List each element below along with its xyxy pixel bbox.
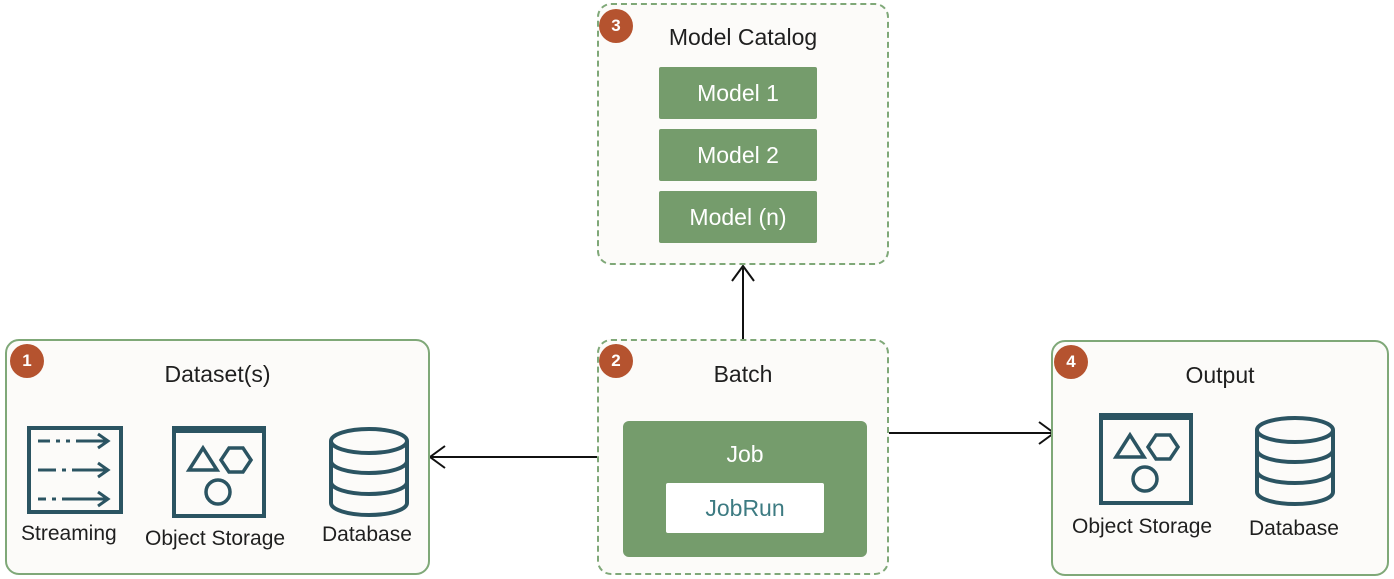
job-label: Job [726, 441, 764, 467]
jobrun-block[interactable]: JobRun [666, 483, 824, 533]
output-panel: 4 Output Object Storage Database [1051, 340, 1389, 576]
step-badge-4: 4 [1054, 345, 1088, 379]
database-icon [329, 427, 409, 517]
streaming-label: Streaming [21, 522, 117, 545]
step-badge-1: 1 [10, 344, 44, 378]
object-storage-icon [172, 426, 266, 518]
object-storage-label: Object Storage [145, 527, 286, 550]
model-item-2[interactable]: Model 2 [659, 129, 817, 181]
datasets-panel: 1 Dataset(s) Streaming Object Storage [5, 339, 430, 575]
database-label: Database [322, 523, 412, 546]
job-block[interactable]: Job JobRun [623, 421, 867, 557]
model-catalog-title: Model Catalog [668, 24, 818, 50]
output-title: Output [1185, 362, 1255, 388]
output-object-storage-icon [1099, 413, 1193, 505]
arrowhead-datasets [428, 445, 446, 469]
batch-title: Batch [713, 361, 773, 387]
batch-panel: 2 Batch Job JobRun [597, 339, 889, 575]
model-item-n[interactable]: Model (n) [659, 191, 817, 243]
arrowhead-catalog [731, 264, 755, 282]
model-catalog-panel: 3 Model Catalog Model 1 Model 2 Model (n… [597, 3, 889, 265]
streaming-icon [27, 426, 123, 514]
step-badge-3: 3 [599, 9, 633, 43]
output-object-storage-label: Object Storage [1072, 515, 1213, 538]
model-item-1[interactable]: Model 1 [659, 67, 817, 119]
output-database-label: Database [1249, 517, 1339, 540]
datasets-title: Dataset(s) [164, 361, 271, 387]
output-database-icon [1255, 416, 1335, 506]
step-badge-2: 2 [599, 344, 633, 378]
